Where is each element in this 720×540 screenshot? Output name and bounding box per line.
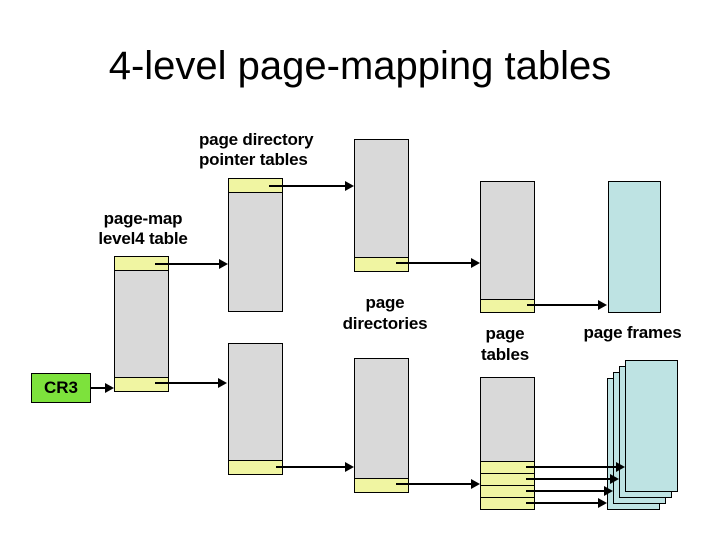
label-page-frames: page frames: [583, 323, 682, 342]
label-page-map-level4-table: page-map level4 table: [83, 209, 203, 249]
label-line: pointer tables: [199, 150, 308, 169]
arrow-cr3-to-pml4: [91, 383, 114, 393]
page-table-1-box: [480, 181, 535, 313]
arrow-pdpt2-to-pd2: [276, 462, 354, 472]
pdpt-table-1-box: [228, 178, 283, 312]
cr3-register-box: CR3: [31, 373, 91, 403]
arrow-pml4-to-pdpt1: [155, 259, 228, 269]
pml4-table-box: [114, 256, 169, 392]
label-line: level4 table: [98, 229, 188, 248]
pdpt-table-2-box: [228, 343, 283, 475]
label-line: page directory: [199, 130, 314, 149]
pml4-highlighted-entry-top: [115, 257, 168, 271]
page-table-2-box: [480, 377, 535, 510]
label-line: directories: [342, 314, 428, 333]
arrow-pt2-entry4-to-frame4: [526, 498, 607, 508]
page-frame-box: [608, 181, 661, 313]
pt2-highlighted-entry-2: [481, 473, 534, 485]
label-page-directories: page directories: [325, 292, 445, 334]
arrow-pd1-to-pt1: [396, 258, 480, 268]
arrow-pt2-entry3-to-frame3: [526, 486, 613, 496]
label-page-tables: page tables: [445, 323, 565, 365]
arrow-pt2-entry1-to-frame1: [526, 462, 625, 472]
pt2-highlighted-entry-1: [481, 461, 534, 473]
page-directory-2-box: [354, 358, 409, 493]
label-line: tables: [481, 345, 529, 364]
pt2-highlighted-entry-4: [481, 497, 534, 509]
arrow-pt2-entry2-to-frame2: [526, 474, 619, 484]
pml4-highlighted-entry-bottom: [115, 377, 168, 391]
cr3-label: CR3: [43, 378, 78, 397]
slide-title: 4-level page-mapping tables: [108, 44, 612, 88]
pdpt1-highlighted-entry: [229, 179, 282, 193]
arrow-pt1-to-page-frame: [527, 300, 607, 310]
page-frame-stack-box-1: [625, 360, 678, 492]
pt2-highlighted-entry-3: [481, 485, 534, 497]
page-directory-1-box: [354, 139, 409, 272]
pd2-highlighted-entry: [355, 478, 408, 492]
arrow-pml4-to-pdpt2: [155, 378, 227, 388]
arrow-pdpt1-to-pd1: [269, 181, 354, 191]
label-line: page: [485, 324, 525, 343]
label-page-directory-pointer-tables: page directory pointer tables: [199, 130, 314, 170]
label-line: page-map: [103, 209, 183, 228]
pd1-highlighted-entry: [355, 257, 408, 271]
pdpt2-highlighted-entry: [229, 460, 282, 474]
arrow-pd2-to-pt2: [396, 479, 480, 489]
label-line: page: [365, 293, 405, 312]
pt1-highlighted-entry: [481, 299, 534, 312]
